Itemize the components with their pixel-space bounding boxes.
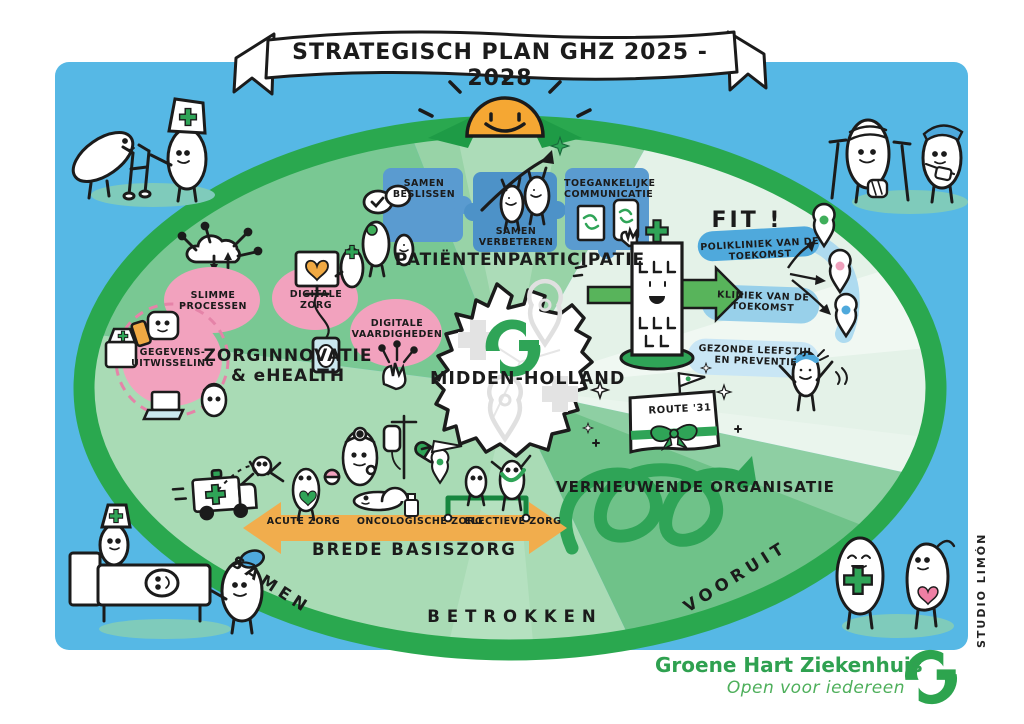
bed-scene [68,503,265,639]
bubble-slimme-processen: SLIMME PROCESSEN [178,290,247,313]
pointing-hand-icon [378,340,418,391]
band-kliniek-label: KLINIEK VAN DE TOEKOMST [716,289,810,315]
characters-top-left [71,97,215,207]
arrow-oncologische-zorg: ONCOLOGISCHE ZORG [356,516,484,527]
digitale-vaardigheden-bubble [350,299,442,367]
ring-value-betrokken: BETROKKEN [427,607,603,626]
arrow-acute-zorg: ACUTE ZORG [266,516,341,527]
region-map [432,281,594,458]
region-label: MIDDEN-HOLLAND [430,369,626,389]
exercising-character [778,349,848,412]
bubble-digitale-vaardigheden: DIGITALE VAARDIGHEDEN [351,318,443,341]
characters-top-right [828,118,968,214]
studio-credit: STUDIO LIMÓN [975,532,988,648]
puzzle-samen-beslissen: SAMEN BESLISSEN [392,178,456,201]
loop-arrow [559,456,757,555]
section-fit: FIT ! [711,208,783,233]
arrow-electieve-zorg: ELECTIEVE ZORG [464,516,562,527]
puzzle-toegankelijke-communicatie: TOEGANKELIJKE COMMUNICATIE [564,178,656,201]
samen-beslissen-characters [361,184,415,278]
band-polikliniek [697,226,820,262]
footer-tagline: Open voor iedereen [726,678,905,698]
bubble-gegevens-uitwisseling: GEGEVENS-UITWISSELING [131,347,214,370]
ambulance-icon [171,468,258,521]
destination-pins [787,202,858,338]
digitale-zorg-icons [294,244,365,374]
hospital-building-icon [572,219,744,371]
characters-bottom-right [835,536,956,638]
basiszorg-arrow [243,502,567,554]
sparkles [582,362,742,447]
toegankelijke-communicatie-icons [576,198,640,248]
banner-title: STRATEGISCH PLAN GHZ 2025 - 2028 [292,40,708,91]
section-zorginnovatie: ZORGINNOVATIE & eHEALTH [203,346,373,387]
samen-verbeteren-characters [480,136,570,232]
band-leefstijl-label: GEZONDE LEEFSTIJL EN PREVENTIE [698,342,815,369]
puzzle-samen-verbeteren: SAMEN VERBETEREN [478,226,554,249]
gegevens-icons [104,310,228,421]
basiszorg-characters [240,414,532,523]
footer-brand: Groene Hart Ziekenhuis [655,653,923,677]
section-brede-basiszorg: BREDE BASISZORG [312,540,517,559]
bubble-digitale-zorg: DIGITALE ZORG [289,289,343,312]
route-sign [628,372,721,454]
section-patientenparticipatie: PATIËNTENPARTICIPATIE [394,250,646,270]
band-leefstijl [687,338,820,378]
cloud-icon [177,221,263,272]
section-vernieuwende-organisatie: VERNIEUWENDE ORGANISATIE [556,478,835,496]
banner-ribbon [232,30,768,96]
trail [217,465,251,491]
